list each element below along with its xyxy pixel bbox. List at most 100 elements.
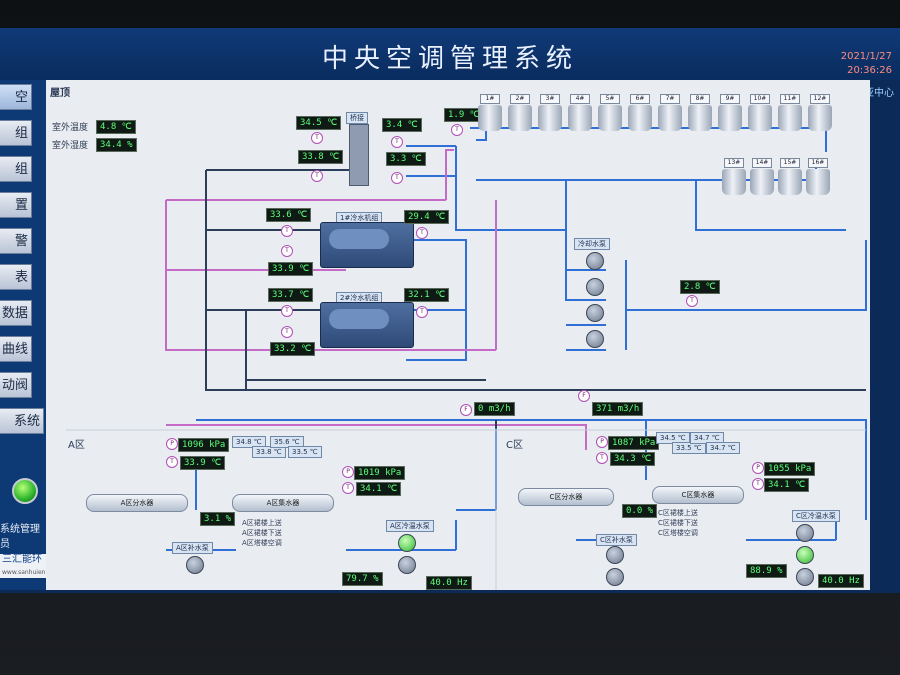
sidebar-item-8[interactable]: 动阀 [0, 372, 32, 398]
cooling-tower[interactable]: 13# [722, 158, 746, 195]
zone-c-circ-pump-icon[interactable] [796, 546, 814, 564]
sidebar-item-6[interactable]: 数据 [0, 300, 32, 326]
outdoor-humidity-label: 室外湿度 [52, 141, 89, 151]
temp-sensor-icon: T [391, 136, 403, 148]
tower-number: 3# [540, 94, 560, 104]
zone-a-freq: 40.0 Hz [426, 576, 472, 590]
cooling-tower[interactable]: 4# [568, 94, 592, 131]
date-text: 2021/1/27 [840, 51, 892, 62]
chiller-2-out-temp: 32.1 ℃ [404, 288, 450, 302]
roof-temp-3: 33.8 ℃ [298, 150, 344, 164]
zone-a-branch-3: A区塔楼空调 [242, 539, 282, 547]
temp-sensor-icon: T [311, 132, 323, 144]
title-bar: 中央空调管理系统 2021/1/27 20:36:26 [0, 28, 900, 80]
chiller-1-out-temp: 29.4 ℃ [404, 210, 450, 224]
zone-c-valve-pct: 0.0 % [622, 504, 658, 518]
cooling-tower[interactable]: 1# [478, 94, 502, 131]
temp-sensor-icon: T [451, 124, 463, 136]
cooling-tower[interactable]: 10# [748, 94, 772, 131]
cooling-tower[interactable]: 9# [718, 94, 742, 131]
zone-c-branch-2: C区裙楼下送 [658, 519, 698, 527]
pipe-network [66, 127, 867, 590]
flow-1-value: 0 m3/h [474, 402, 515, 416]
zone-a-return-temp: 34.1 ℃ [356, 482, 402, 496]
cooling-tower-icon [628, 105, 652, 131]
zone-a-circ-pump-label: A区冷温水泵 [386, 520, 434, 532]
cooling-tower[interactable]: 16# [806, 158, 830, 195]
cooling-tower[interactable]: 14# [750, 158, 774, 195]
zone-a-branch-temp-3: 35.6 ℃ [270, 436, 304, 448]
collector-label: 桥接 [346, 112, 368, 124]
pressure-sensor-icon: P [342, 466, 354, 478]
cooling-pump-icon[interactable] [586, 330, 604, 348]
sidebar-item-2[interactable]: 组 [0, 156, 32, 182]
tower-number: 12# [810, 94, 830, 104]
zone-a-branch-temp-1: 34.8 ℃ [232, 436, 266, 448]
temp-sensor-icon: T [281, 326, 293, 338]
tower-number: 9# [720, 94, 740, 104]
tower-number: 15# [780, 158, 800, 168]
temp-sensor-icon: T [416, 306, 428, 318]
chiller-1-in-temp: 33.6 ℃ [266, 208, 312, 222]
chiller-2-icon[interactable] [320, 302, 414, 348]
zone-a-makeup-pump-label: A区补水泵 [172, 542, 213, 554]
cooling-tower[interactable]: 5# [598, 94, 622, 131]
zone-a-circ-pump-icon[interactable] [398, 534, 416, 552]
sidebar-item-5[interactable]: 表 [0, 264, 32, 290]
cooling-tower[interactable]: 3# [538, 94, 562, 131]
datetime: 2021/1/27 20:36:26 [841, 50, 892, 78]
cooling-pump-icon[interactable] [586, 278, 604, 296]
status-led-icon[interactable] [12, 478, 38, 504]
cooling-tower[interactable]: 2# [508, 94, 532, 131]
cooling-tower-icon [722, 169, 746, 195]
cooling-tower[interactable]: 11# [778, 94, 802, 131]
chiller-2-low-temp: 33.2 ℃ [270, 342, 316, 356]
temp-sensor-icon: T [311, 170, 323, 182]
cooling-pump-icon[interactable] [586, 304, 604, 322]
logo-url: www.sanhuienh.com [2, 569, 64, 576]
zone-a-return-header: A区集水器 [232, 494, 334, 512]
sidebar-item-4[interactable]: 警 [0, 228, 32, 254]
temp-sensor-icon: T [281, 305, 293, 317]
scada-screen: 中央空调管理系统 2021/1/27 20:36:26 东方梅迪亚中心 空 组 … [0, 28, 900, 593]
temp-sensor-icon: T [342, 482, 354, 494]
zone-c-makeup-pump-icon[interactable] [606, 546, 624, 564]
cooling-tower[interactable]: 15# [778, 158, 802, 195]
cooling-tower-icon [688, 105, 712, 131]
time-text: 20:36:26 [847, 65, 892, 76]
sidebar-item-9[interactable]: 系统 [0, 408, 44, 434]
cooling-tower-icon [778, 169, 802, 195]
zone-a-makeup-pump-icon[interactable] [186, 556, 204, 574]
tower-number: 8# [690, 94, 710, 104]
sidebar-item-1[interactable]: 组 [0, 120, 32, 146]
cooling-tower-icon [658, 105, 682, 131]
zone-c-freq: 40.0 Hz [818, 574, 864, 588]
cooling-tower-icon [806, 169, 830, 195]
zone-c-branch-temp-2: 33.5 ℃ [672, 442, 706, 454]
cooling-pump-icon[interactable] [586, 252, 604, 270]
tower-number: 16# [808, 158, 828, 168]
tower-number: 13# [724, 158, 744, 168]
sidebar-item-3[interactable]: 置 [0, 192, 32, 218]
sidebar-item-7[interactable]: 曲线 [0, 336, 32, 362]
cooling-tower[interactable]: 12# [808, 94, 832, 131]
chiller-1-icon[interactable] [320, 222, 414, 268]
zone-c-circ-pump-icon[interactable] [796, 524, 814, 542]
sidebar-item-0[interactable]: 空 [0, 84, 32, 110]
roof-temp-4: 3.3 ℃ [386, 152, 426, 166]
cooling-tower[interactable]: 6# [628, 94, 652, 131]
temp-sensor-icon: T [596, 452, 608, 464]
temp-sensor-icon: T [752, 478, 764, 490]
pressure-sensor-icon: P [752, 462, 764, 474]
zone-c-supply-header: C区分水器 [518, 488, 614, 506]
zone-c-temp: 34.3 ℃ [610, 452, 656, 466]
zone-a-supply-header: A区分水器 [86, 494, 188, 512]
zone-c-makeup-pump-icon[interactable] [606, 568, 624, 586]
zone-c-pressure: 1087 kPa [608, 436, 660, 450]
zone-c-circ-pump-icon[interactable] [796, 568, 814, 586]
zone-a-circ-pump-icon[interactable] [398, 556, 416, 574]
cooling-tower[interactable]: 8# [688, 94, 712, 131]
cooling-tower[interactable]: 7# [658, 94, 682, 131]
